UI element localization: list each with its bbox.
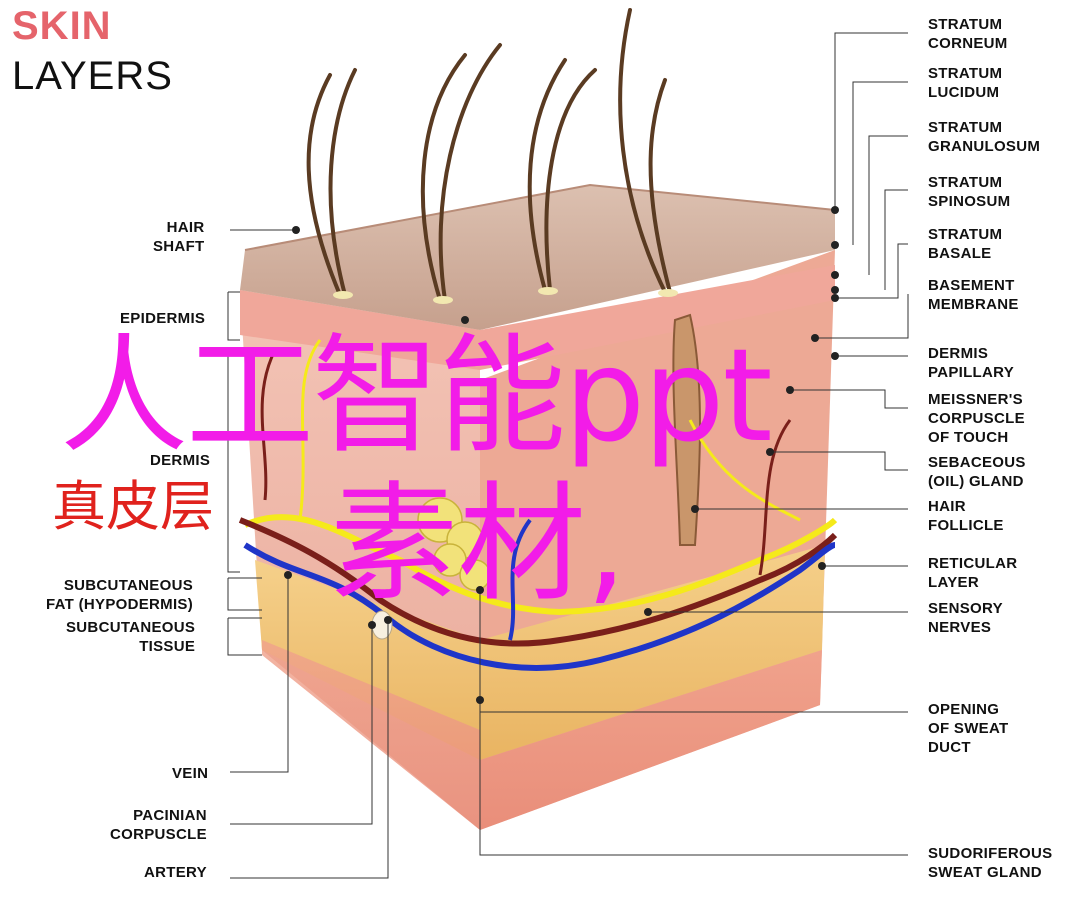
leader-dots xyxy=(284,206,839,704)
label-vein: VEIN xyxy=(172,765,209,782)
block-right-fat xyxy=(480,545,825,760)
label-subcutaneous-fat: SUBCUTANEOUS FAT (HYPODERMIS) xyxy=(46,577,194,613)
hair-shafts xyxy=(306,8,672,302)
label-stratum-lucidum: STRATUM LUCIDUM xyxy=(928,65,1003,101)
label-epidermis: EPIDERMIS xyxy=(120,310,206,327)
vein-vessel xyxy=(243,542,836,671)
label-stratum-corneum: STRATUM CORNEUM xyxy=(928,16,1008,52)
left-brackets xyxy=(227,291,262,656)
block-right-bottom xyxy=(480,650,822,830)
label-stratum-granulosum: STRATUM GRANULOSUM xyxy=(928,119,1041,155)
title-skin: SKIN xyxy=(12,4,112,48)
artery-vessel xyxy=(238,517,838,647)
label-stratum-basale: STRATUM BASALE xyxy=(928,226,1003,262)
label-subcutaneous-tissue: SUBCUTANEOUS TISSUE xyxy=(66,619,196,655)
label-stratum-spinosum: STRATUM SPINOSUM xyxy=(928,174,1011,210)
label-dermis-papillary: DERMIS PAPILLARY xyxy=(928,345,1015,381)
label-pacinian-corpuscle: PACINIAN CORPUSCLE xyxy=(110,807,207,843)
sebaceous-gland xyxy=(417,497,491,591)
block-front-bottom xyxy=(262,640,480,830)
label-sebaceous-gland: SEBACEOUS (OIL) GLAND xyxy=(928,454,1026,490)
label-hair-shaft: HAIR SHAFT xyxy=(153,219,205,255)
label-basement-membrane: BASEMENT MEMBRANE xyxy=(928,277,1019,313)
label-opening-sweat-duct: OPENING OF SWEAT DUCT xyxy=(928,701,1009,756)
label-dermis: DERMIS xyxy=(150,452,211,469)
epidermis-band xyxy=(240,265,835,370)
leader-lines xyxy=(230,32,909,879)
sensory-nerves xyxy=(243,514,838,616)
overlay-title: 人工智能ppt xyxy=(60,322,773,471)
hair-follicle xyxy=(672,313,701,546)
label-sudoriferous-gland: SUDORIFEROUS SWEAT GLAND xyxy=(928,845,1053,881)
dermis-cn-label: 真皮层 xyxy=(52,475,214,538)
label-hair-follicle: HAIR FOLLICLE xyxy=(928,498,1004,534)
label-reticular-layer: RETICULAR LAYER xyxy=(928,555,1018,591)
label-meissners-corpuscle: MEISSNER'S CORPUSCLE OF TOUCH xyxy=(928,391,1025,446)
label-sensory-nerves: SENSORY NERVES xyxy=(928,600,1003,636)
label-artery: ARTERY xyxy=(144,864,207,881)
title-layers: LAYERS xyxy=(12,54,173,98)
overlay-subtitle: 素材, xyxy=(330,470,627,619)
